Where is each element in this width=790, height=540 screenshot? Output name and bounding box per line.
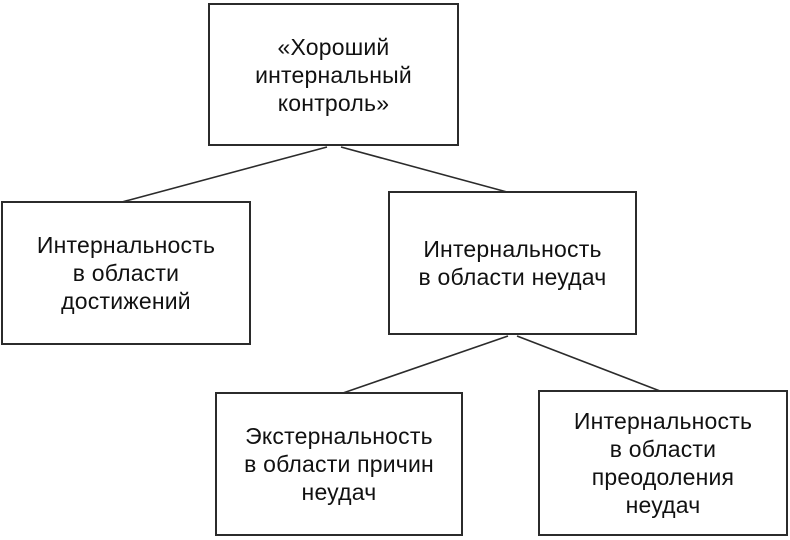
node-internality-failure-overcoming: Интернальность в области преодоления неу… (538, 390, 788, 536)
node-internality-failures-label: Интернальность в области неудач (418, 236, 607, 290)
node-root-label: «Хороший интернальный контроль» (255, 33, 412, 116)
node-externality-failure-causes-label: Экстернальность в области причин неудач (244, 423, 434, 505)
edge-failures-failure-overcoming (516, 335, 661, 392)
node-internality-achievements: Интернальность в области достижений (1, 201, 251, 345)
node-root: «Хороший интернальный контроль» (208, 3, 459, 146)
node-internality-achievements-label: Интернальность в области достижений (36, 232, 216, 314)
node-internality-failure-overcoming-label: Интернальность в области преодоления неу… (573, 408, 753, 518)
node-internality-failures: Интернальность в области неудач (388, 191, 637, 335)
edge-root-failures (340, 146, 508, 193)
edge-root-achievements (121, 146, 328, 203)
edge-failures-failure-causes (342, 335, 509, 394)
node-externality-failure-causes: Экстернальность в области причин неудач (215, 392, 463, 536)
